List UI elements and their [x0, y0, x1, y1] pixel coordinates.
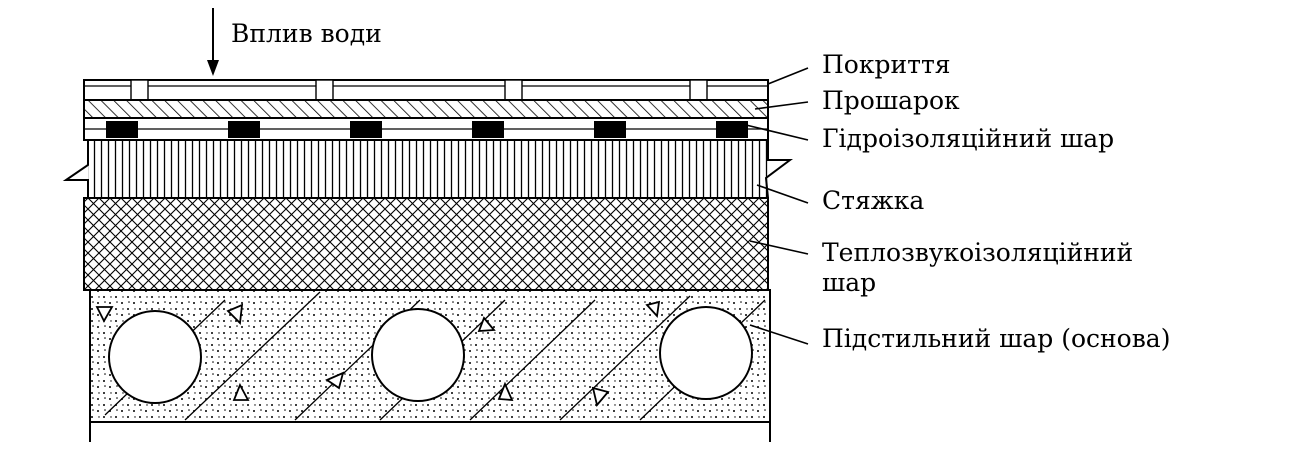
label-screed: Стяжка	[822, 186, 925, 215]
water-arrow	[207, 8, 219, 76]
layer-screed	[84, 140, 768, 199]
label-waterproof: Гідроізоляційний шар	[822, 124, 1115, 153]
leader-lines	[745, 67, 809, 345]
label-insulation-line1: Теплозвукоізоляційний	[822, 238, 1134, 267]
label-base: Підстильний шар (основа)	[822, 324, 1171, 353]
water-label: Вплив води	[231, 19, 382, 48]
layer-insulation	[83, 197, 769, 291]
layer-base	[89, 289, 771, 442]
layer-interlayer	[83, 99, 769, 119]
break-marks	[62, 140, 793, 199]
label-insulation: Теплозвукоізоляційний шар	[822, 238, 1133, 298]
label-interlayer: Прошарок	[822, 86, 960, 115]
label-insulation-line2: шар	[822, 268, 877, 297]
label-cover: Покриття	[822, 50, 951, 79]
layer-waterproof	[83, 117, 769, 141]
layer-cover	[83, 79, 769, 101]
